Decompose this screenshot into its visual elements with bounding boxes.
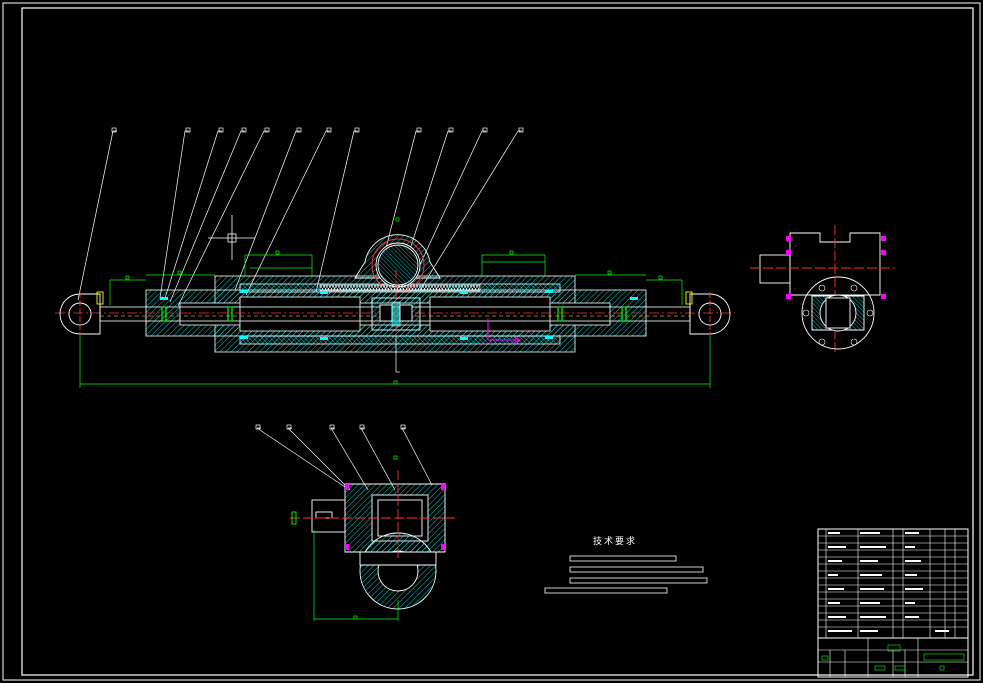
central-piston [371, 270, 421, 332]
tech-requirements-title: 技术要求 [593, 535, 637, 547]
parts-list-grid [818, 529, 968, 639]
title-block [817, 528, 969, 678]
side-view [750, 225, 895, 355]
gear-detail-view [255, 424, 455, 621]
side-bolts [786, 236, 886, 299]
dimension-value-markers [125, 217, 663, 385]
flow-arrow [487, 318, 522, 344]
crosshair-marker [208, 215, 255, 260]
title-block-lower [818, 638, 968, 677]
pinion-housing [354, 234, 441, 292]
balloon-markers-top [111, 127, 524, 133]
left-rod-eye [59, 291, 104, 336]
right-rod-eye [685, 291, 731, 336]
seals [160, 290, 638, 340]
technical-requirements: 技术要求 [544, 535, 708, 594]
rack-teeth [319, 284, 481, 292]
rod-bearings [161, 306, 627, 322]
main-cylinder-section-view [55, 127, 735, 388]
parts-list-text-blocks [828, 532, 949, 632]
